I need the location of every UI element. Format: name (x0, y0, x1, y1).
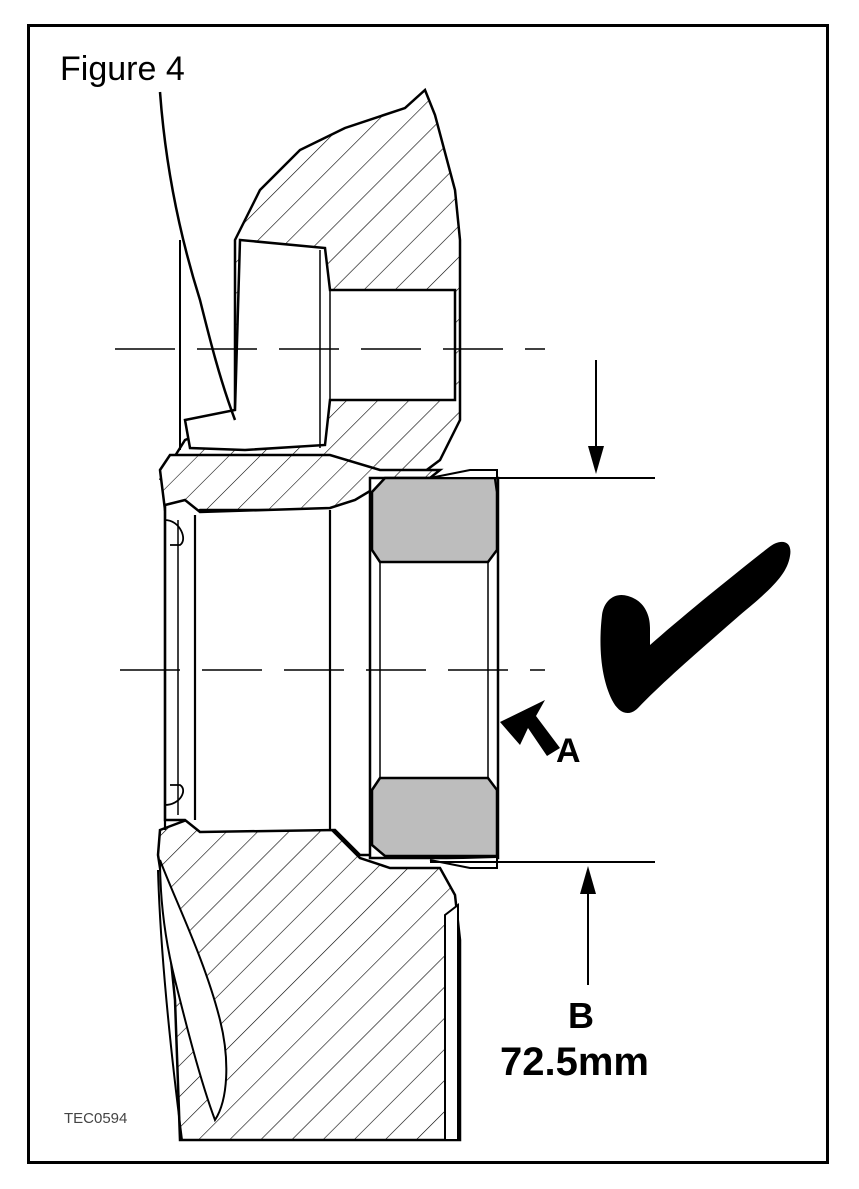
lower-right-strip (444, 902, 459, 1141)
pointer-arrow-a-icon (500, 700, 560, 756)
check-mark-icon (600, 541, 791, 714)
dimension-b-value: 72.5mm (500, 1040, 649, 1084)
bore-notch-top (164, 519, 185, 546)
nut-top-lip (429, 469, 498, 479)
lower-lens-shape (159, 859, 228, 1123)
dimension-arrow-top-head (588, 446, 604, 474)
lower-inner-curve (157, 869, 183, 1141)
dimension-arrow-bottom-head (580, 866, 596, 894)
label-a: A (556, 732, 581, 770)
bore-notch-bottom (164, 784, 185, 806)
nut-upper-shoulder (370, 476, 499, 564)
label-b: B (568, 995, 594, 1036)
outer-curve-top (158, 91, 237, 421)
figure-code: TEC0594 (64, 1110, 127, 1127)
nut-lower-shoulder (370, 776, 499, 858)
figure-title: Figure 4 (60, 50, 185, 88)
central-bore (163, 486, 382, 857)
